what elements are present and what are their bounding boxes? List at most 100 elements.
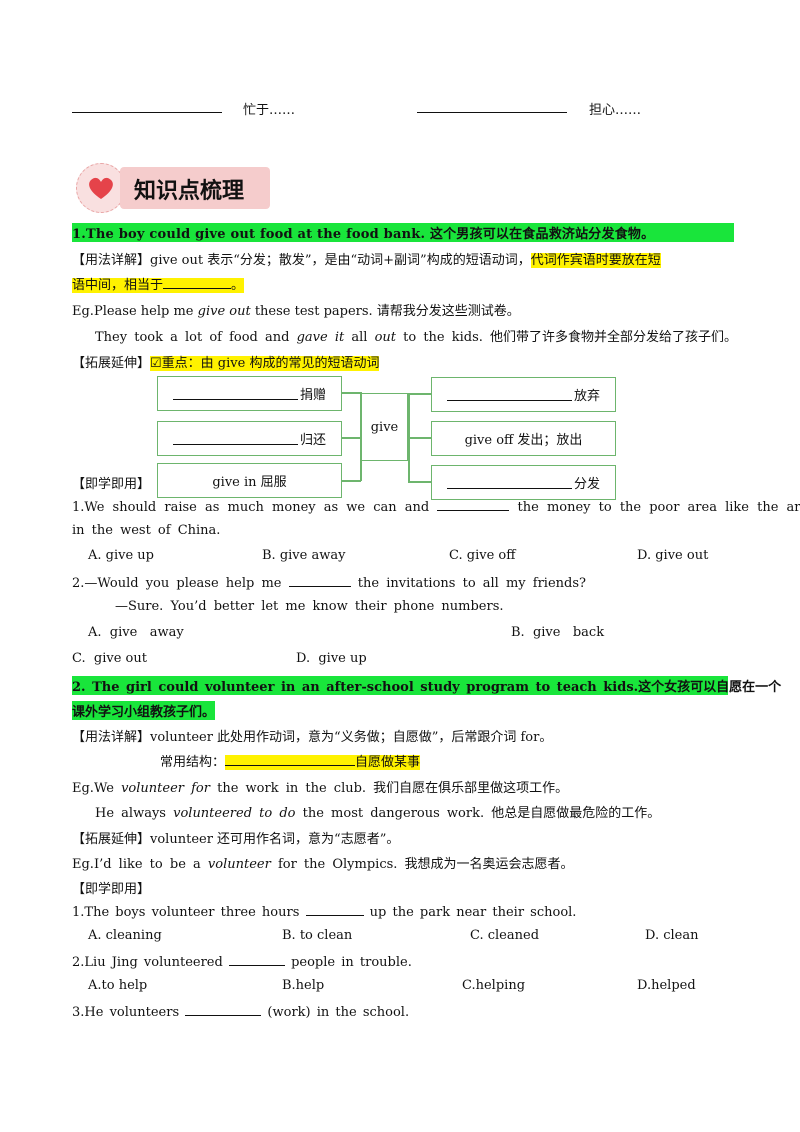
s2-q1-blank[interactable] [305,903,364,916]
s1-ext-highlight: ☑重点：由 give 构成的常见的短语动词 [150,356,380,371]
s1-ext-tag: 【拓展延伸】 [72,356,151,371]
s1-q1-text: 1.We should raise as much money as we ca… [72,500,430,515]
s2-eg1-pre: Eg.We [72,781,122,796]
s2-q1-option-b[interactable]: B. to clean [282,928,353,943]
s2-eg3-post: for the Olympics. 我想成为一名奥运会志愿者。 [270,857,574,872]
s2-q2-option-b[interactable]: B.help [282,978,325,993]
s1-usage-highlight-2: 语中间，相当于 [72,278,164,293]
s1-q2-option-b[interactable]: B. give back [511,625,605,640]
s1-eg1-pre: Eg.Please help me [72,304,198,319]
s1-eg1-italic: give out [197,304,251,319]
s1-eg2-b: all [344,330,375,345]
diagram-center-box: give [361,393,408,461]
s1-q2-text: 2.—Would you please help me [72,576,282,591]
diagram-center-label: give [370,419,399,435]
s1-q1-blank[interactable] [437,498,510,511]
s2-structure: 常用结构： 自愿做某事 [160,751,421,770]
s2-eg3-italic: volunteer [207,857,271,872]
s1-q1-option-b[interactable]: B. give away [262,548,346,563]
s2-eg2-pre: He always [95,806,174,821]
s2-usage: 【用法详解】volunteer 此处用作动词，意为“义务做；自愿做”，后常跟介词… [72,726,552,745]
s2-q3: 3.He volunteers (work) in the school. [72,1003,409,1020]
s2-eg1-post: the work in the club. 我们自愿在俱乐部里做这项工作。 [209,781,569,796]
s2-example-2: He always volunteered to do the most dan… [95,802,660,821]
s2-heading-line1: 2. The girl could volunteer in an after-… [72,676,781,695]
top-item-1: 忙于…… [243,103,296,118]
heart-icon [89,177,113,199]
s2-struct-blank[interactable] [225,753,356,766]
connector-right-h3 [408,481,431,483]
s1-usage-blank[interactable] [163,276,232,289]
s2-q3-blank[interactable] [185,1003,262,1016]
connector-left-h2 [341,437,361,439]
s1-q1-option-a[interactable]: A. give up [88,548,154,563]
s1-q2-option-a[interactable]: A. give away [88,625,184,640]
s1-heading: 1.The boy could give out food at the foo… [72,223,734,242]
s2-q2-blank[interactable] [228,953,285,966]
connector-right-h1 [408,393,431,395]
top-blank-1[interactable] [72,98,222,113]
diagram-label-right-1: 放弃 [573,389,600,404]
s1-q2-option-d[interactable]: D. give up [296,651,367,666]
s1-q1-line2: in the west of China. [72,523,221,538]
diagram-box-left-1: 捐赠 [157,376,342,411]
s1-usage-highlight-end: 。 [231,278,245,293]
s2-q1-option-c[interactable]: C. cleaned [470,928,540,943]
diagram-blank-right-1[interactable] [446,388,572,401]
s1-usage-tag: 【用法详解】 [72,253,151,268]
s1-usage-text: give out 表示“分发；散发”，是由“动词+副词”构成的短语动词， [150,253,531,268]
s1-usage-line1: 【用法详解】give out 表示“分发；散发”，是由“动词+副词”构成的短语动… [72,249,661,268]
diagram-label-right-3: 分发 [573,477,600,492]
s2-heading-line2: 课外学习小组教孩子们。 [72,701,216,720]
s2-eg2-italic: volunteered to do [173,806,296,821]
s1-q2-option-c[interactable]: C. give out [72,651,147,666]
s2-q2-text-end: people in trouble. [291,955,412,970]
top-blank-2[interactable] [417,98,567,113]
s2-q2-option-d[interactable]: D.helped [637,978,696,993]
heart-badge [76,163,126,213]
s1-usage-line2: 语中间，相当于 。 [72,274,245,293]
diagram-blank-left-2[interactable] [172,432,298,445]
s1-q1-line1: 1.We should raise as much money as we ca… [72,498,800,515]
s2-struct-highlight: 自愿做某事 [355,755,421,770]
s2-q1-option-a[interactable]: A. cleaning [88,928,162,943]
s2-example-3: Eg.I’d like to be a volunteer for the Ol… [72,853,574,872]
s2-q1-text: 1.The boys volunteer three hours [72,905,300,920]
s1-q2-text-end: the invitations to all my friends? [357,576,586,591]
section-title-banner: 知识点梳理 [76,163,271,213]
diagram-box-right-2: give off 发出；放出 [431,421,616,456]
diagram-blank-left-1[interactable] [172,387,298,400]
s1-q2-blank[interactable] [288,574,351,587]
diagram-box-right-3: 分发 [431,465,616,500]
s2-example-1: Eg.We volunteer for the work in the club… [72,777,568,796]
s1-eg2-a: They took a lot of food and [95,330,297,345]
s1-eg1-post: these test papers. 请帮我分发这些测试卷。 [250,304,520,319]
s2-q2-option-a[interactable]: A.to help [88,978,148,993]
connector-left-h3 [341,480,361,482]
s2-q2-option-c[interactable]: C.helping [462,978,526,993]
s2-extension: 【拓展延伸】volunteer 还可用作名词，意为“志愿者”。 [72,828,399,847]
s1-q2-line2: —Sure. You’d better let me know their ph… [115,599,504,614]
s1-usage-highlight-1: 代词作宾语时要放在短 [530,253,661,268]
s2-struct-label: 常用结构： [160,755,226,770]
s2-q1: 1.The boys volunteer three hours up the … [72,903,576,920]
s2-q3-text: 3.He volunteers [72,1005,180,1020]
s2-usage-tag: 【用法详解】 [72,730,151,745]
section-title: 知识点梳理 [134,179,245,204]
s1-q1-option-d[interactable]: D. give out [637,548,709,563]
s1-q1-text-end: the money to the poor area like the area… [517,500,800,515]
s1-q1-option-c[interactable]: C. give off [449,548,516,563]
connector-left-v [360,392,362,481]
s2-eg1-italic: volunteer for [121,781,210,796]
s2-usage-text: volunteer 此处用作动词，意为“义务做；自愿做”，后常跟介词 for。 [150,730,553,745]
section-title-box [120,167,270,209]
top-item-2: 担心…… [589,103,642,118]
connector-right-h2 [408,437,431,439]
s2-practice-tag: 【即学即用】 [72,882,151,897]
s2-q1-option-d[interactable]: D. clean [645,928,699,943]
s2-q3-text-end: (work) in the school. [267,1005,410,1020]
diagram-blank-right-3[interactable] [446,476,572,489]
s2-eg2-post: the most dangerous work. 他总是自愿做最危险的工作。 [295,806,661,821]
diagram-label-left-3: give in 屈服 [212,475,287,490]
s2-ext-tag: 【拓展延伸】 [72,832,151,847]
